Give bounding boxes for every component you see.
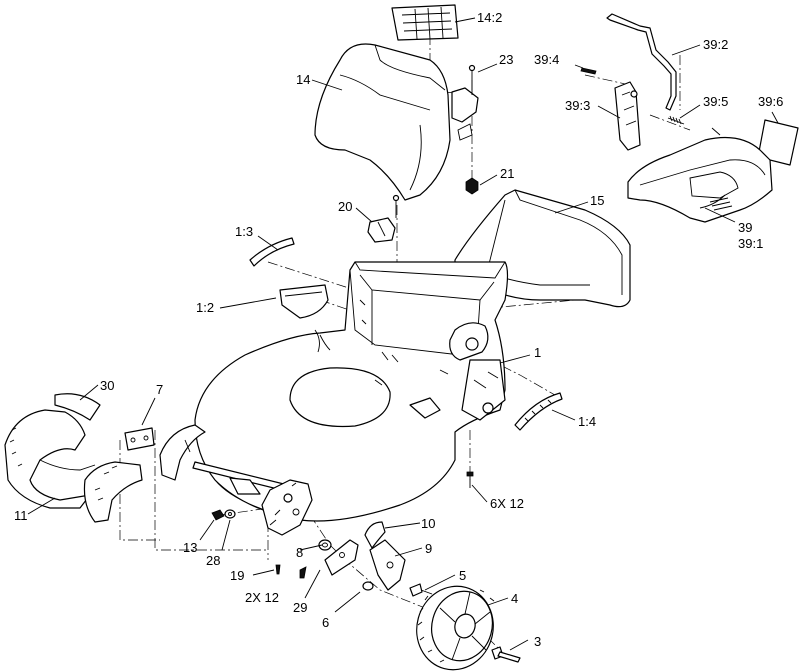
decal-14-2	[391, 4, 459, 41]
bracket-39-3	[614, 81, 641, 151]
screw-23	[468, 64, 476, 95]
label-3: 3	[534, 634, 541, 649]
label-23: 23	[499, 52, 513, 67]
bolt-3	[491, 646, 521, 663]
strip-1-3	[249, 237, 295, 267]
screw-19	[275, 564, 281, 575]
bolt-13	[211, 509, 225, 521]
leader-lines	[27, 17, 779, 651]
label-21: 21	[500, 166, 514, 181]
knob-10	[364, 521, 386, 549]
label-1-4: 1:4	[578, 414, 596, 429]
pin-39-4	[580, 67, 597, 75]
bracket-9	[369, 539, 406, 591]
label-9: 9	[425, 541, 432, 556]
label-15: 15	[590, 193, 604, 208]
label-39-6	[757, 119, 799, 166]
label-39-1: 39:1	[738, 236, 763, 251]
label-30: 30	[100, 378, 114, 393]
deflector-30	[54, 393, 101, 421]
label-10: 10	[421, 516, 435, 531]
handle-rod-39-2	[606, 13, 677, 111]
label-39-2: 39:2	[703, 37, 728, 52]
label-11: 11	[14, 508, 28, 523]
callout-labels: 14:2 23 14 21 39:4 39:2 39:3 39:5 39:6 3…	[14, 10, 783, 649]
label-7: 7	[156, 382, 163, 397]
mower-deck-1	[194, 261, 509, 522]
nut-6	[362, 581, 374, 591]
label-14-2: 14:2	[477, 10, 502, 25]
bolt-5	[409, 583, 433, 597]
label-4: 4	[511, 591, 518, 606]
strip-1-4	[514, 392, 563, 431]
label-29: 29	[293, 600, 307, 615]
label-28: 28	[206, 553, 220, 568]
label-1-2: 1:2	[196, 300, 214, 315]
label-6x12: 6X 12	[490, 496, 524, 511]
height-bracket-left	[159, 424, 206, 481]
label-13: 13	[183, 540, 197, 555]
label-39: 39	[738, 220, 752, 235]
bag-handle-39	[627, 127, 773, 223]
spring-39-5	[667, 115, 685, 125]
washer-28	[224, 509, 236, 519]
flap-1-2	[279, 284, 329, 319]
label-39-6: 39:6	[758, 94, 783, 109]
screw-6x12	[466, 471, 474, 488]
label-6: 6	[322, 615, 329, 630]
screw-2x12	[299, 566, 307, 579]
label-2x12: 2X 12	[245, 590, 279, 605]
front-cover-11	[4, 409, 143, 523]
label-14: 14	[296, 72, 310, 87]
label-39-5: 39:5	[703, 94, 728, 109]
label-39-3: 39:3	[565, 98, 590, 113]
plate-7	[124, 427, 155, 451]
clip-20	[367, 194, 400, 243]
label-5: 5	[459, 568, 466, 583]
rear-cover-14	[314, 43, 479, 201]
label-20: 20	[338, 199, 352, 214]
plate-29	[324, 539, 359, 576]
nut-21	[465, 177, 479, 195]
height-lever	[261, 479, 313, 536]
label-1: 1	[534, 345, 541, 360]
bushing-8	[318, 539, 332, 551]
label-19: 19	[230, 568, 244, 583]
label-1-3: 1:3	[235, 224, 253, 239]
wheel-4	[416, 585, 495, 671]
label-8: 8	[296, 545, 303, 560]
label-39-4: 39:4	[534, 52, 559, 67]
